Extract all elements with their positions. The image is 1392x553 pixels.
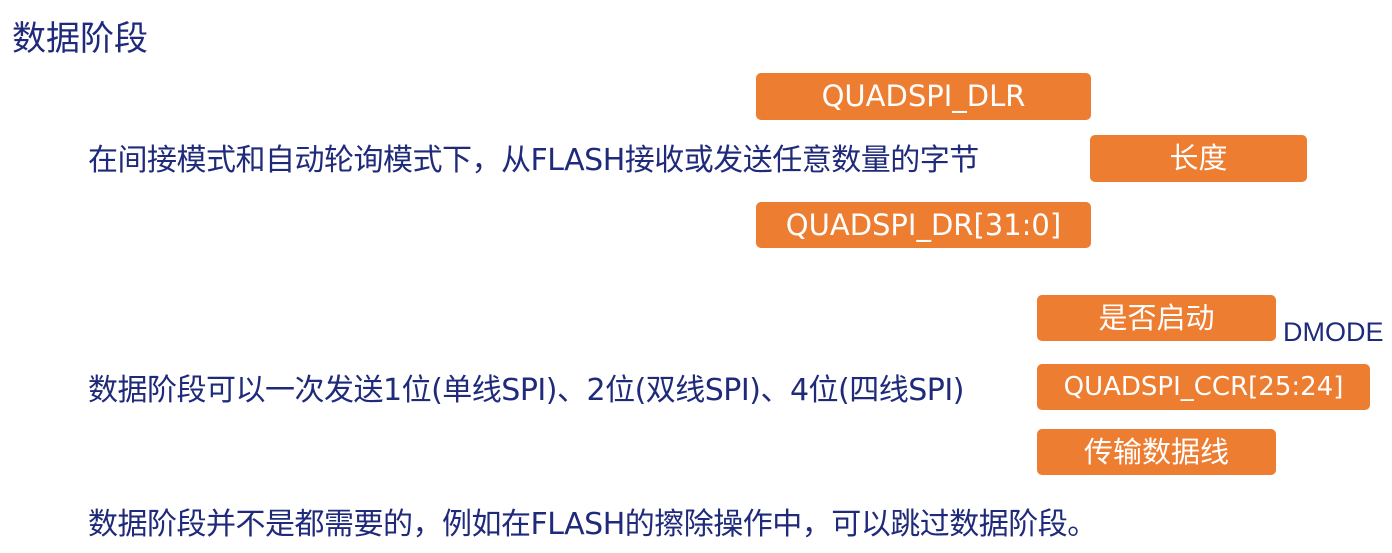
text-line-3: 数据阶段并不是都需要的，例如在FLASH的擦除操作中，可以跳过数据阶段。 <box>88 507 1097 542</box>
tag-data-lines: 传输数据线 <box>1037 429 1276 475</box>
text-line-1: 在间接模式和自动轮询模式下，从FLASH接收或发送任意数量的字节 <box>88 143 979 178</box>
slide-title: 数据阶段 <box>12 19 148 59</box>
text-line-2: 数据阶段可以一次发送1位(单线SPI)、2位(双线SPI)、4位(四线SPI) <box>88 373 964 408</box>
tag-length: 长度 <box>1090 135 1307 182</box>
tag-quadspi-dr: QUADSPI_DR[31:0] <box>756 202 1091 248</box>
dmode-label: DMODE <box>1283 317 1384 347</box>
tag-quadspi-dlr: QUADSPI_DLR <box>756 73 1091 120</box>
tag-quadspi-ccr: QUADSPI_CCR[25:24] <box>1037 364 1370 410</box>
tag-enable: 是否启动 <box>1037 295 1276 341</box>
